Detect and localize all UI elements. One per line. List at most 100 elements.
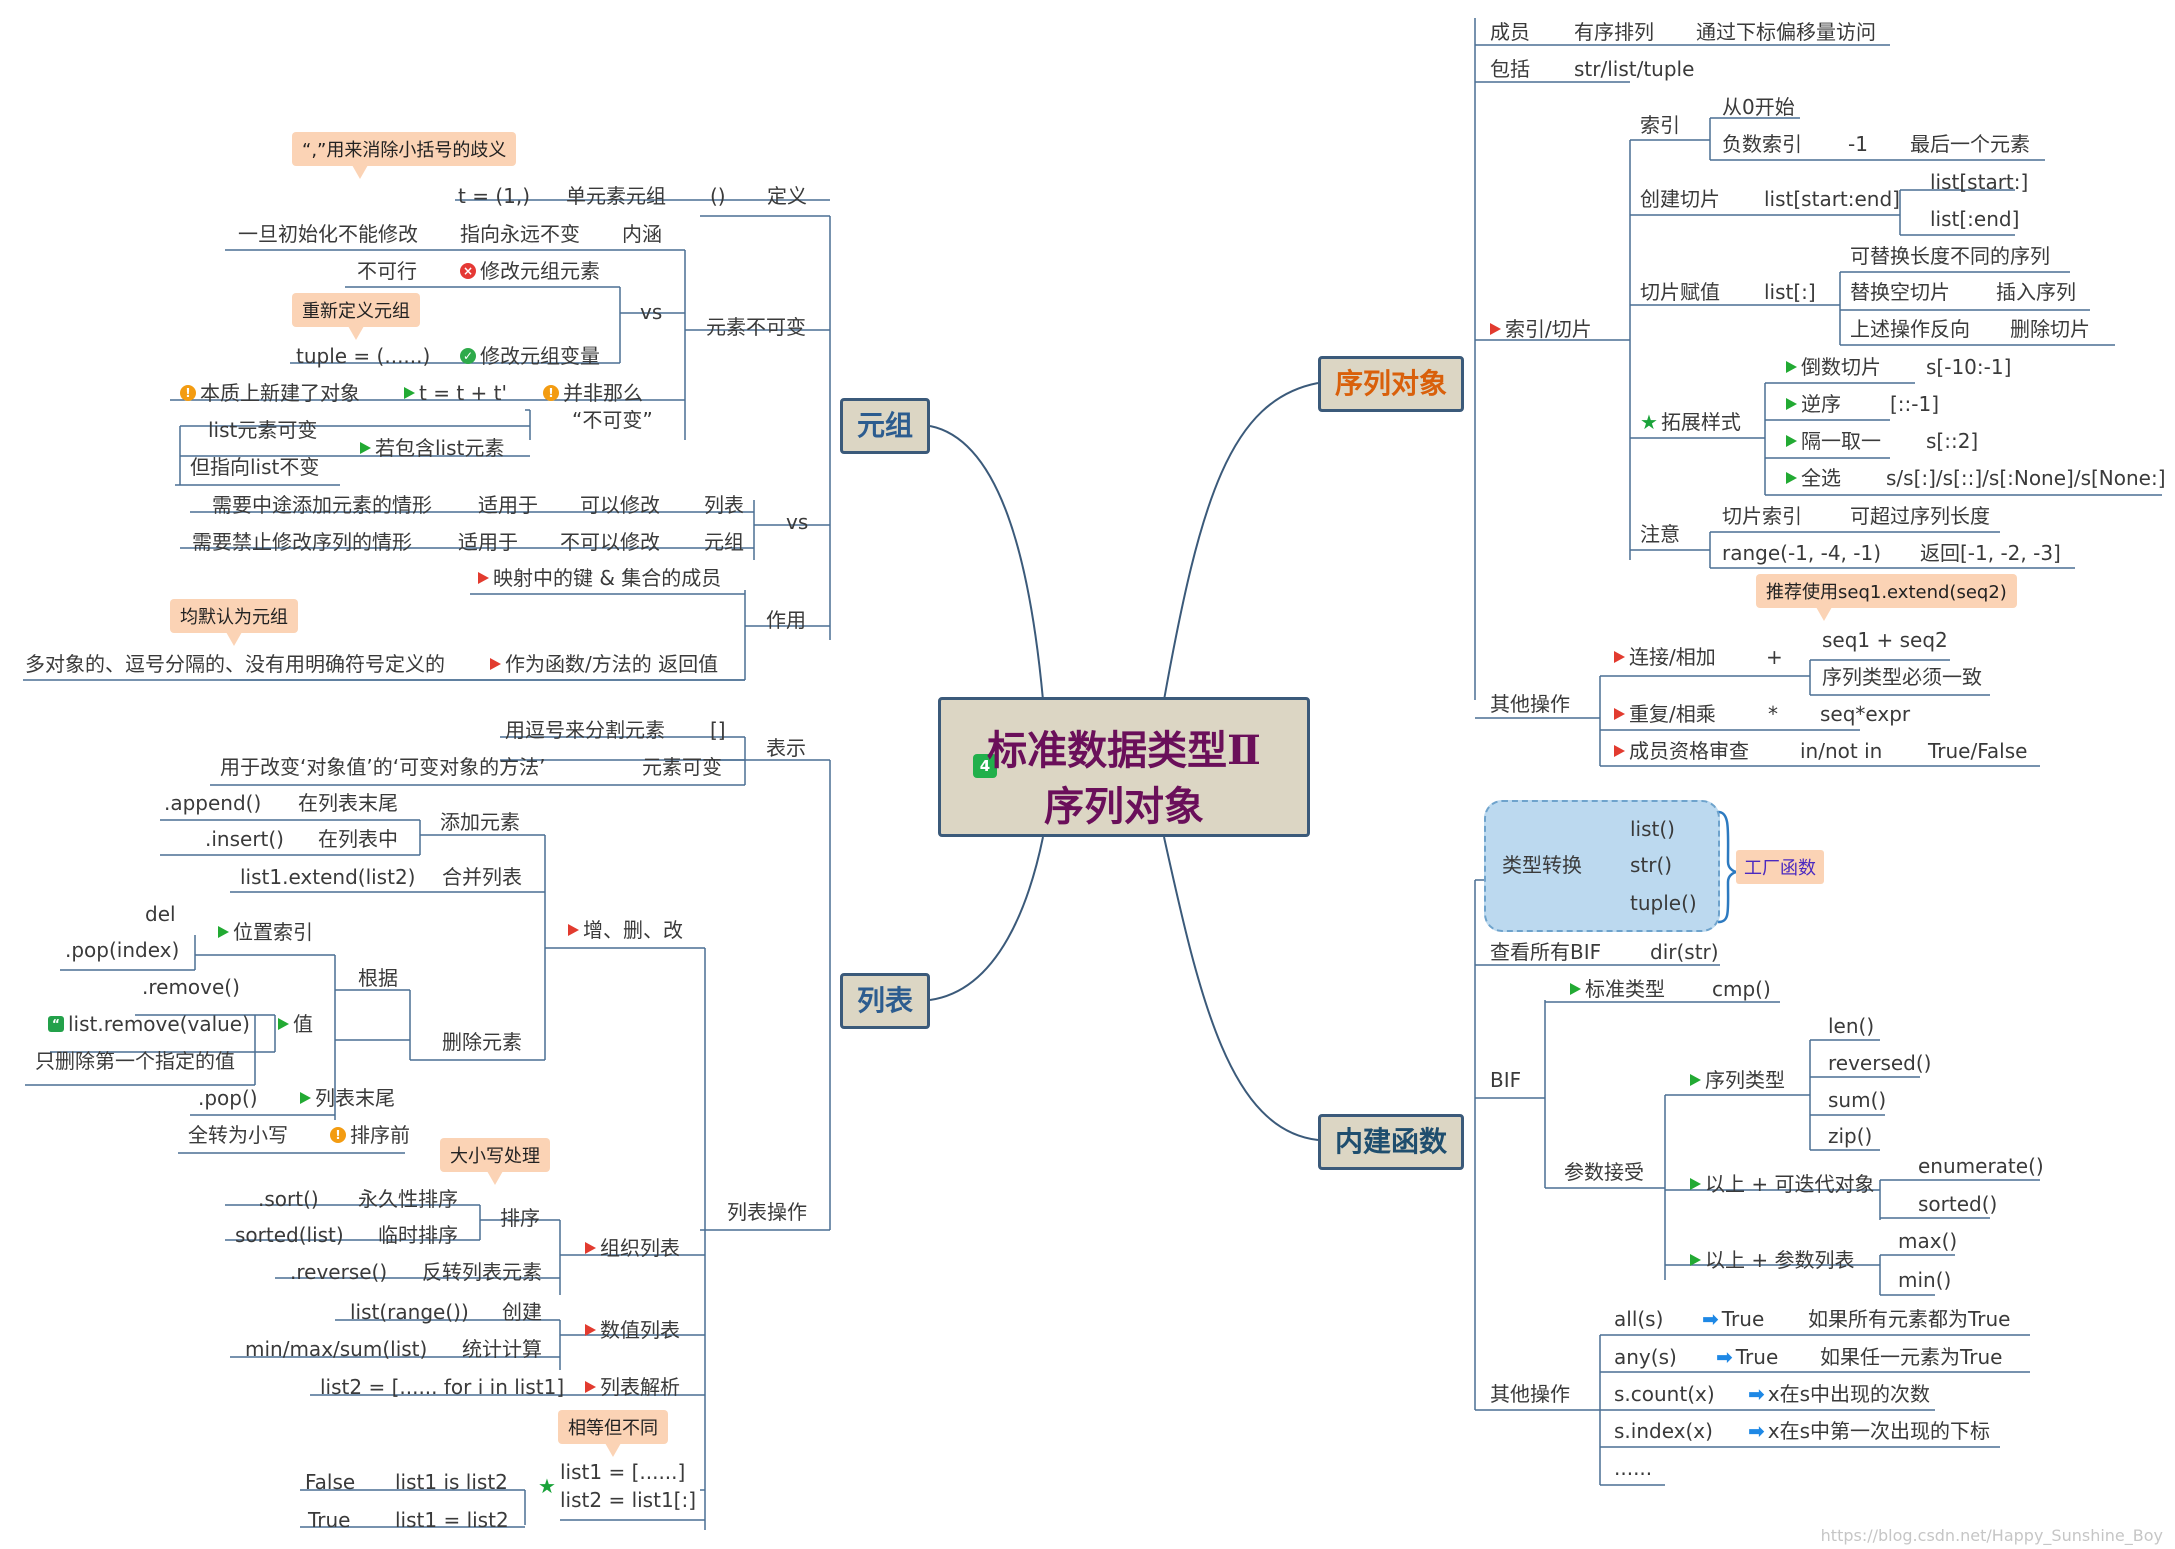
node-plus-iterable[interactable]: 以上 + 可迭代对象 (1690, 1172, 1874, 1196)
node-zip[interactable]: zip() (1828, 1124, 1873, 1148)
node-index[interactable]: 索引 (1640, 113, 1680, 137)
node-organize[interactable]: 组织列表 (585, 1236, 680, 1260)
node-vs2[interactable]: vs (786, 510, 809, 534)
node-membership[interactable]: 成员资格审查 (1614, 739, 1749, 763)
node-count[interactable]: s.count(x) (1614, 1382, 1715, 1406)
node-concat-example[interactable]: seq1 + seq2 (1822, 628, 1948, 652)
node-seq-other-ops[interactable]: 其他操作 (1490, 692, 1570, 716)
node-s-index-desc[interactable]: ➡x在s中第一次出现的下标 (1748, 1419, 1990, 1443)
node-append[interactable]: .append() (164, 791, 262, 815)
branch-sequence-object[interactable]: 序列对象 (1318, 356, 1464, 412)
node-view-all-bif[interactable]: 查看所有BIF (1490, 940, 1602, 964)
node-l1[interactable]: list1 = [......] (560, 1460, 686, 1484)
node-before-sort[interactable]: !排序前 (330, 1123, 410, 1147)
node-range-example[interactable]: range(-1, -4, -1) (1722, 541, 1882, 565)
node-position-index[interactable]: 位置索引 (218, 920, 313, 944)
node-modify-tuple-variable[interactable]: ✓修改元组变量 (460, 344, 600, 368)
node-meaning-detail[interactable]: 一旦初始化不能修改 (238, 222, 418, 246)
node-paren[interactable]: () (710, 184, 726, 208)
node-note[interactable]: 注意 (1640, 522, 1680, 546)
node-new-object[interactable]: !本质上新建了对象 (180, 381, 360, 405)
node-concat[interactable]: 连接/相加 (1614, 645, 1716, 669)
branch-tuple[interactable]: 元组 (840, 398, 930, 454)
node-same-type[interactable]: 序列类型必须一致 (1822, 665, 1982, 689)
node-list-label[interactable]: 列表 (704, 493, 744, 517)
node-list-element-mutable[interactable]: list元素可变 (208, 418, 318, 442)
node-standard-type[interactable]: 标准类型 (1570, 977, 1665, 1001)
node-list-range[interactable]: list(range()) (350, 1300, 469, 1324)
node-plus[interactable]: + (1766, 645, 1783, 669)
node-in-not-in[interactable]: in/not in (1800, 739, 1883, 763)
node-builtin-other-ops[interactable]: 其他操作 (1490, 1382, 1570, 1406)
node-minmaxsum[interactable]: min/max/sum(list) (245, 1337, 428, 1361)
node-not-so[interactable]: !并非那么 (543, 381, 643, 405)
node-reverse[interactable]: .reverse() (290, 1260, 388, 1284)
node-create-slice[interactable]: 创建切片 (1640, 187, 1720, 211)
node-repeat-example[interactable]: seq*expr (1820, 702, 1911, 726)
node-ordered[interactable]: 有序排列 (1574, 20, 1654, 44)
node-list-operations[interactable]: 列表操作 (727, 1200, 807, 1224)
node-sequence-type[interactable]: 序列类型 (1690, 1068, 1785, 1092)
node-true-false[interactable]: True/False (1928, 739, 2028, 763)
node-pop-index[interactable]: .pop(index) (65, 938, 180, 962)
node-tuple-label[interactable]: 元组 (704, 530, 744, 554)
node-definition[interactable]: 定义 (767, 184, 807, 208)
node-f-str[interactable]: str() (1630, 853, 1673, 877)
node-reverse-order[interactable]: 逆序 (1786, 392, 1841, 416)
root-topic[interactable]: 4 标准数据类型Ⅱ 序列对象 (938, 697, 1310, 837)
node-lower-all[interactable]: 全转为小写 (188, 1123, 288, 1147)
node-select-all[interactable]: 全选 (1786, 466, 1841, 490)
node-reverse-slice[interactable]: 倒数切片 (1786, 355, 1881, 379)
node-len[interactable]: len() (1828, 1014, 1875, 1038)
node-sorted-func[interactable]: sorted() (1918, 1192, 1998, 1216)
node-multi-object[interactable]: 多对象的、逗号分隔的、没有用明确符号定义的 (25, 652, 445, 676)
node-slice-a[interactable]: list[start:] (1930, 170, 2029, 194)
node-brackets[interactable]: [] (710, 718, 726, 742)
node-is-expr[interactable]: list1 is list2 (395, 1470, 508, 1494)
node-f-tuple[interactable]: tuple() (1630, 891, 1697, 915)
node-negative-index[interactable]: 负数索引 (1722, 132, 1802, 156)
node-delete-element[interactable]: 删除元素 (442, 1030, 522, 1054)
node-f-list[interactable]: list() (1630, 817, 1675, 841)
node-meaning-text[interactable]: 指向永远不变 (460, 222, 580, 246)
node-return-value[interactable]: 作为函数/方法的 返回值 (490, 652, 718, 676)
node-not-feasible[interactable]: 不可行 (357, 259, 417, 283)
branch-list[interactable]: 列表 (840, 973, 930, 1029)
node-need-add[interactable]: 需要中途添加元素的情形 (212, 493, 432, 517)
node-seq-types[interactable]: str/list/tuple (1574, 57, 1695, 81)
node-include[interactable]: 包括 (1490, 57, 1530, 81)
node-append-desc[interactable]: 在列表末尾 (298, 791, 398, 815)
node-comprehension[interactable]: 列表解析 (585, 1375, 680, 1399)
node-all-desc[interactable]: 如果所有元素都为True (1808, 1307, 2011, 1331)
node-pop[interactable]: .pop() (198, 1086, 258, 1110)
node-del[interactable]: del (145, 902, 176, 926)
node-single-element-tuple[interactable]: 单元素元组 (566, 184, 666, 208)
node-any-desc[interactable]: 如果任一元素为True (1820, 1345, 2003, 1369)
node-can-modify[interactable]: 可以修改 (580, 493, 660, 517)
node-reverse-order-example[interactable]: [::-1] (1890, 392, 1940, 416)
node-insert[interactable]: .insert() (205, 827, 284, 851)
node-exceed-length[interactable]: 可超过序列长度 (1850, 504, 1990, 528)
node-map-key[interactable]: 映射中的键 & 集合的成员 (478, 566, 721, 590)
node-value[interactable]: 值 (278, 1012, 313, 1036)
node-need-forbid[interactable]: 需要禁止修改序列的情形 (192, 530, 412, 554)
node-t-plus[interactable]: t = t + t' (404, 381, 507, 405)
node-plus-params[interactable]: 以上 + 参数列表 (1690, 1248, 1854, 1272)
node-fit-for-tuple[interactable]: 适用于 (458, 530, 518, 554)
node-merge[interactable]: 合并列表 (442, 865, 522, 889)
node-every-other[interactable]: 隔一取一 (1786, 429, 1881, 453)
node-by-index[interactable]: 通过下标偏移量访问 (1696, 20, 1876, 44)
node-meaning[interactable]: 内涵 (622, 222, 662, 246)
node-sum[interactable]: sum() (1828, 1088, 1887, 1112)
node-reversed[interactable]: reversed() (1828, 1051, 1932, 1075)
node-enumerate[interactable]: enumerate() (1918, 1154, 2044, 1178)
node-all-true[interactable]: ➡True (1702, 1307, 1764, 1331)
node-delete-slice[interactable]: 删除切片 (2010, 317, 2090, 341)
node-element-mutable[interactable]: 元素可变 (642, 755, 722, 779)
node-count-desc[interactable]: ➡x在s中出现的次数 (1748, 1382, 1930, 1406)
node-slice-index[interactable]: 切片索引 (1722, 504, 1802, 528)
node-s-index[interactable]: s.index(x) (1614, 1419, 1713, 1443)
node-redefine-example[interactable]: tuple = (......) (296, 344, 431, 368)
node-sort-method[interactable]: .sort() (258, 1187, 319, 1211)
node-immutable[interactable]: 元素不可变 (706, 315, 806, 339)
